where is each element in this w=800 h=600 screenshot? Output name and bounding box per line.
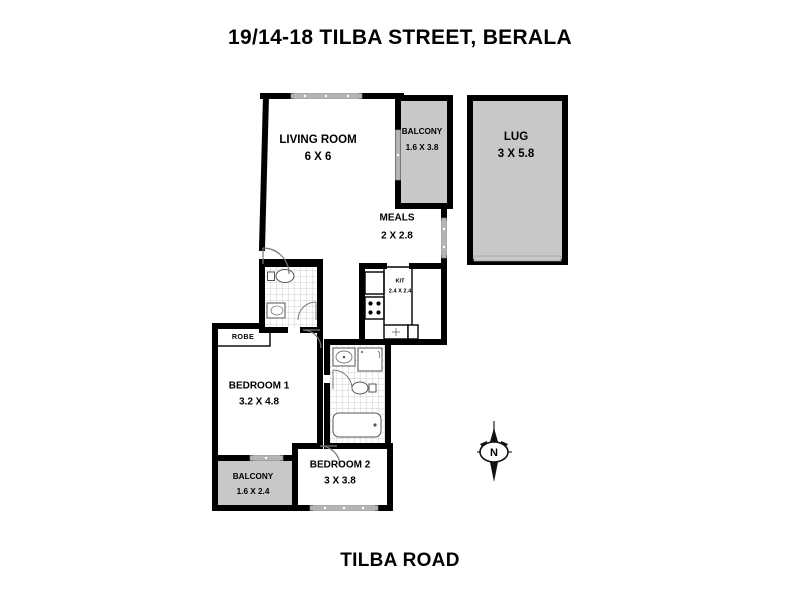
label-bedroom-2-name: BEDROOM 2 bbox=[310, 460, 371, 471]
label-bedroom-1-dim: 3.2 X 4.8 bbox=[239, 397, 279, 408]
walls bbox=[212, 92, 453, 511]
label-meals-name: MEALS bbox=[380, 213, 415, 224]
label-living-room-dim: 6 X 6 bbox=[305, 151, 332, 163]
label-bedroom-1-name: BEDROOM 1 bbox=[229, 381, 290, 392]
label-balcony-lower-name: BALCONY bbox=[233, 472, 274, 481]
bath-shower-icon bbox=[357, 347, 383, 372]
label-bedroom-2-dim: 3 X 3.8 bbox=[324, 476, 356, 487]
label-meals-dim: 2 X 2.8 bbox=[381, 231, 413, 242]
door-bedroom-2 bbox=[319, 445, 341, 467]
label-robe: ROBE bbox=[232, 332, 254, 341]
wall-balcony-lower bbox=[212, 455, 298, 511]
bath-toilet-icon bbox=[351, 381, 377, 395]
window-bed2-bottom bbox=[309, 505, 379, 511]
door-living-hall bbox=[262, 247, 290, 275]
label-living-room-name: LIVING ROOM bbox=[279, 134, 356, 146]
lug-block bbox=[467, 95, 568, 265]
window-living-top bbox=[290, 93, 363, 99]
label-balcony-lower-dim: 1.6 X 2.4 bbox=[237, 487, 270, 496]
bathroom-door-swing bbox=[332, 369, 353, 390]
wc-upper-basin-icon bbox=[266, 302, 286, 319]
windows bbox=[249, 93, 447, 511]
north-arrow: N bbox=[477, 421, 512, 482]
door-bedroom-1 bbox=[302, 329, 322, 349]
label-balcony-upper-name: BALCONY bbox=[402, 127, 443, 136]
window-bed1-bottom bbox=[249, 455, 284, 461]
wc-upper-door-swing bbox=[297, 301, 317, 321]
room-labels: LIVING ROOM 6 X 6 BALCONY 1.6 X 3.8 LUG … bbox=[229, 127, 535, 496]
wall-living-left bbox=[258, 92, 270, 252]
bath-basin-icon bbox=[332, 347, 356, 367]
balcony-upper-floor bbox=[398, 98, 450, 206]
kitchen-sink-icon bbox=[383, 324, 419, 340]
balcony-lower-floor bbox=[217, 458, 292, 506]
lug-door bbox=[473, 255, 562, 262]
label-kitchen-name: KIT bbox=[395, 278, 405, 284]
street-label-bottom: TILBA ROAD bbox=[340, 550, 460, 571]
kitchen-bench-upper bbox=[364, 271, 385, 295]
page-title: 19/14-18 TILBA STREET, BERALA bbox=[228, 26, 572, 49]
bathroom-main bbox=[330, 344, 385, 444]
label-balcony-upper-dim: 1.6 X 3.8 bbox=[406, 143, 439, 152]
label-kitchen-dim: 2.4 X 2.4 bbox=[389, 288, 412, 294]
window-balcony-slider bbox=[395, 129, 401, 181]
meals-floor bbox=[362, 206, 444, 266]
label-lug-dim: 3 X 5.8 bbox=[498, 148, 535, 160]
compass-label: N bbox=[490, 447, 498, 459]
lug-outline bbox=[467, 95, 568, 265]
bath-tub-icon bbox=[332, 412, 382, 438]
label-lug-name: LUG bbox=[504, 131, 528, 143]
wc-upper bbox=[264, 262, 317, 328]
kitchen-stove-icon bbox=[364, 296, 385, 320]
window-meals-right bbox=[441, 217, 447, 259]
doors bbox=[262, 247, 341, 467]
